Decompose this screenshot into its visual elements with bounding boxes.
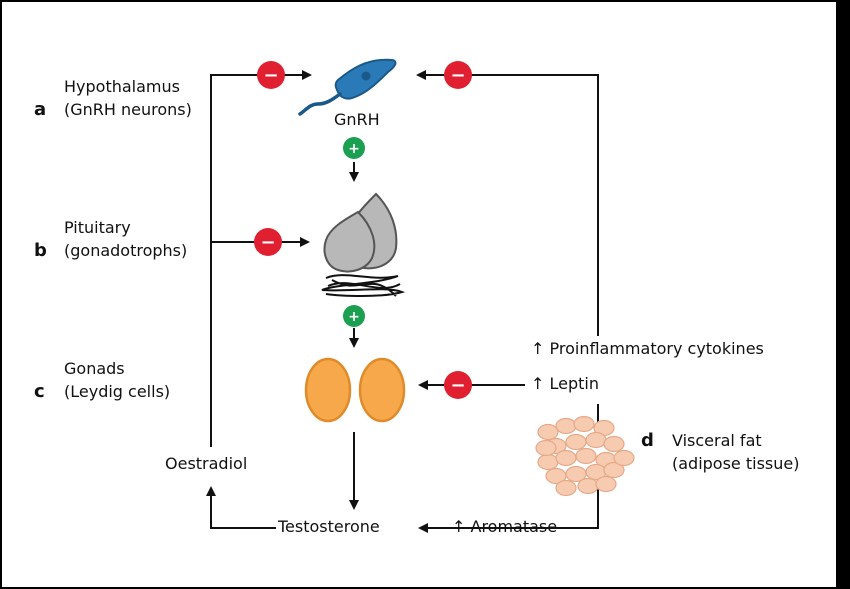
inhibit-badge-gonads: − xyxy=(444,371,472,399)
cytokines-label: ↑ Proinflammatory cytokines xyxy=(531,339,764,358)
hypothalamus-label: Hypothalamus xyxy=(64,77,180,96)
adipocyte-cell xyxy=(603,461,625,479)
adipocyte-cell xyxy=(565,433,587,451)
oestradiol-label: Oestradiol xyxy=(165,454,248,473)
testosterone-label: Testosterone xyxy=(278,517,380,536)
adipocyte-cell xyxy=(555,479,577,497)
adipocyte-cell xyxy=(537,453,559,471)
gnrh-neuron-icon xyxy=(298,58,397,116)
adipocyte-cell xyxy=(575,447,597,465)
adipocyte-cell xyxy=(555,449,577,467)
adipocyte-cell xyxy=(613,449,635,467)
gonads-label: Gonads xyxy=(64,359,125,378)
gonadotrophs-label: (gonadotrophs) xyxy=(64,241,188,260)
gnrh-label: GnRH xyxy=(334,110,380,129)
inhibit-badge-hypothalamus-right: − xyxy=(444,61,472,89)
adipose-feedback-lines xyxy=(416,70,599,533)
visceral-fat-label: Visceral fat xyxy=(672,431,762,450)
gnrh-neurons-label: (GnRH neurons) xyxy=(64,100,192,119)
svg-text:−: − xyxy=(260,232,275,253)
stimulate-badge-gnrh: + xyxy=(343,137,365,159)
aromatase-label: ↑ Aromatase xyxy=(452,517,558,536)
inhibit-badge-hypothalamus-left: − xyxy=(257,61,285,89)
section-letter-c: c xyxy=(34,381,45,402)
svg-text:+: + xyxy=(348,309,360,325)
inhibit-badge-pituitary: − xyxy=(254,228,282,256)
diagram-panel xyxy=(2,2,836,587)
adipocyte-cell xyxy=(573,415,595,433)
section-letter-a: a xyxy=(34,99,47,120)
pituitary-label: Pituitary xyxy=(64,218,131,237)
adipocyte-cell xyxy=(535,439,557,457)
section-letter-b: b xyxy=(34,240,47,261)
svg-text:+: + xyxy=(348,141,360,157)
adipose-tissue-icon xyxy=(535,415,635,497)
adipocyte-cell xyxy=(577,477,599,495)
pituitary-gland-icon xyxy=(321,192,406,297)
adipose-tissue-label: (adipose tissue) xyxy=(672,454,800,473)
leptin-label: ↑ Leptin xyxy=(531,374,599,393)
leydig-cells-label: (Leydig cells) xyxy=(64,382,171,401)
svg-text:−: − xyxy=(263,65,278,86)
svg-text:−: − xyxy=(450,65,465,86)
adipocyte-cell xyxy=(555,417,577,435)
testis-icon xyxy=(304,357,406,423)
adipocyte-cell xyxy=(603,435,625,453)
adipocyte-cell xyxy=(595,475,617,493)
adipocyte-cell xyxy=(537,423,559,441)
section-letter-d: d xyxy=(641,430,654,451)
stimulate-badge-pituitary: + xyxy=(343,305,365,327)
svg-text:−: − xyxy=(450,375,465,396)
adipocyte-cell xyxy=(585,431,607,449)
